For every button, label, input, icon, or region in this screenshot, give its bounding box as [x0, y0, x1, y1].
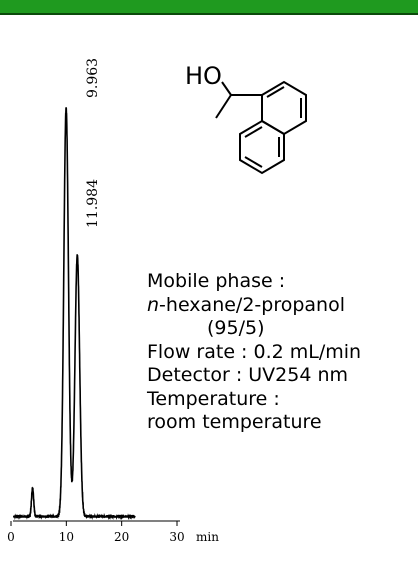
- mobile-phase-label: Mobile phase :: [147, 270, 286, 292]
- x-axis-ticks: 0 10 20 30 min: [7, 521, 219, 544]
- molecule-structure: [215, 80, 307, 175]
- solvent-rest: -hexane/2-propanol: [159, 293, 345, 316]
- x-tick-label-3: 30: [169, 530, 184, 544]
- hplc-conditions: Mobile phase : n-hexane/2-propanol (95/5…: [147, 270, 361, 435]
- mobile-phase-solvent: n-hexane/2-propanol: [147, 294, 361, 318]
- x-tick-label-1: 10: [59, 530, 74, 544]
- peak-label-1: 9.963: [85, 58, 101, 98]
- header-bar-shadow: [0, 13, 418, 15]
- peak-label-2: 11.984: [85, 179, 101, 228]
- flow-rate: Flow rate : 0.2 mL/min: [147, 340, 362, 363]
- mobile-phase-ratio: (95/5): [207, 317, 265, 339]
- chromatogram-trace: [12, 107, 136, 521]
- x-tick-label-0: 0: [7, 530, 15, 544]
- temperature-label: Temperature :: [147, 387, 280, 410]
- hydroxyl-label: HO: [185, 62, 222, 90]
- x-tick-label-2: 20: [114, 530, 129, 544]
- chromatogram-line: [12, 107, 136, 521]
- detector: Detector : UV254 nm: [147, 364, 349, 386]
- temperature-value: room temperature: [147, 411, 322, 433]
- chromatogram: 9.963 11.984 0 10 20 30 min HO: [7, 58, 307, 544]
- solvent-prefix: n: [147, 293, 160, 316]
- header-bar: [0, 0, 418, 13]
- x-axis-label: min: [196, 530, 219, 544]
